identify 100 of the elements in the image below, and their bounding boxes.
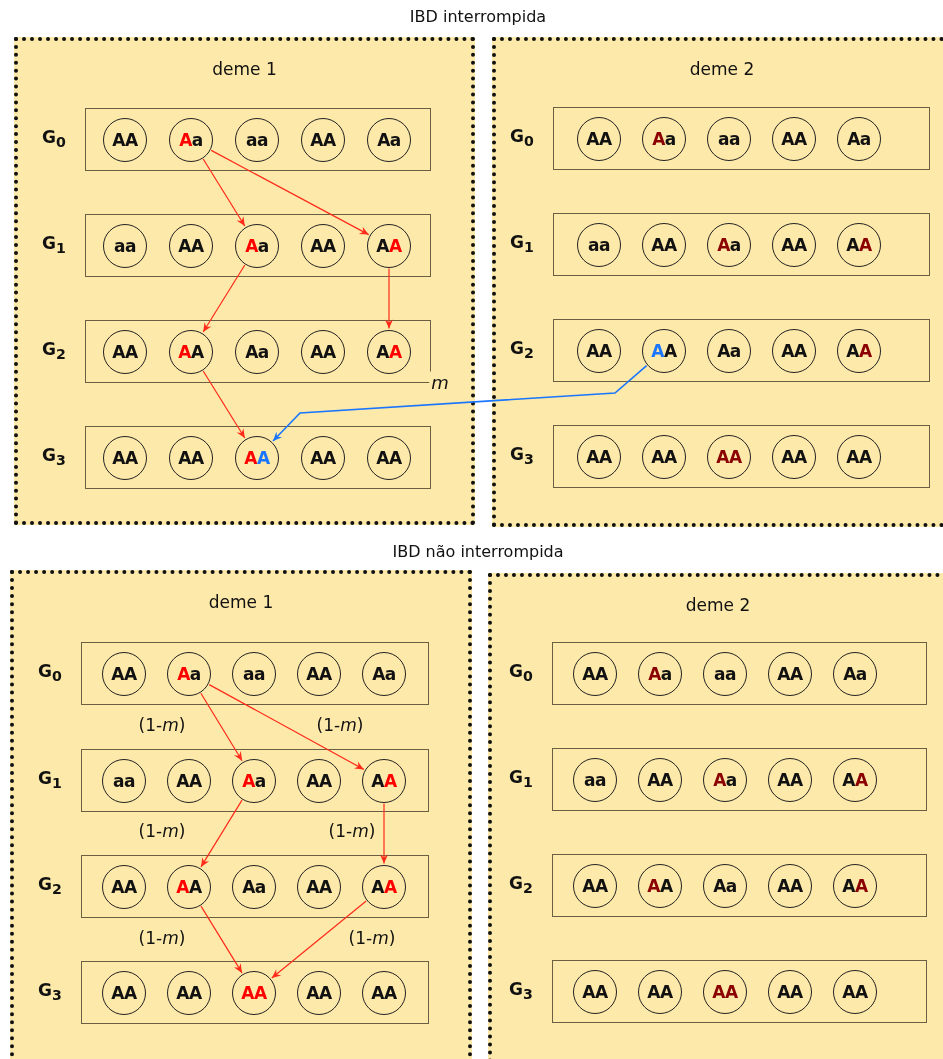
genotype-label: AA (112, 341, 138, 362)
genotype-label: AA (647, 981, 673, 1002)
genotype-label: AA (178, 447, 204, 468)
probability-label: (1-m) (138, 928, 186, 948)
genotype-label: AA (777, 663, 803, 684)
genotype-label: AA (777, 981, 803, 1002)
genotype-label: Aa (847, 128, 871, 149)
section-title: IBD não interrompida (392, 542, 564, 561)
genotype-label: AA (582, 981, 608, 1002)
genotype-label: AA (112, 129, 138, 150)
arrow (208, 684, 365, 770)
genotype-label: AA (846, 340, 872, 361)
genotype-label: AA (842, 875, 868, 896)
genotype-label: Aa (242, 770, 266, 791)
genotype-label: Aa (717, 234, 741, 255)
generation-label: G$_{3}$ (509, 979, 533, 1003)
genotype-label: AA (241, 982, 267, 1003)
genotype-label: AA (651, 234, 677, 255)
deme-panel (10, 570, 472, 1059)
genotype-label: Aa (242, 876, 266, 897)
generation-label: G$_{3}$ (42, 445, 66, 469)
section-title: IBD interrompida (409, 7, 547, 26)
genotype-label: AA (376, 447, 402, 468)
genotype-label: AA (111, 982, 137, 1003)
genotype-label: AA (781, 446, 807, 467)
arrow (380, 802, 388, 865)
genotype-label: aa (588, 234, 610, 255)
genotype-label: AA (846, 446, 872, 467)
genotype-label: Aa (372, 663, 396, 684)
genotype-label: Aa (377, 129, 401, 150)
probability-label: (1-m) (138, 715, 186, 735)
probability-label: (1-m) (328, 821, 376, 841)
genotype-label: Aa (717, 340, 741, 361)
genotype-label: AA (651, 446, 677, 467)
genotype-label: AA (306, 770, 332, 791)
genotype-label: aa (246, 129, 268, 150)
generation-label: G$_{0}$ (38, 661, 62, 685)
arrow (271, 900, 367, 979)
generation-label: G$_{2}$ (38, 874, 62, 898)
arrow (200, 799, 243, 868)
genotype-label: AA (376, 341, 402, 362)
arrow (200, 905, 243, 974)
generation-label: G$_{0}$ (509, 661, 533, 685)
genotype-label: AA (716, 446, 742, 467)
genotype-label: aa (243, 663, 265, 684)
genotype-label: AA (310, 235, 336, 256)
genotype-label: AA (586, 128, 612, 149)
arrow (200, 692, 243, 762)
genotype-label: AA (586, 340, 612, 361)
genotype-label: AA (781, 234, 807, 255)
genotype-label: aa (714, 663, 736, 684)
genotype-label: AA (777, 875, 803, 896)
genotype-label: aa (584, 769, 606, 790)
deme-heading: deme 1 (208, 592, 274, 612)
genotype-label: aa (114, 235, 136, 256)
genotype-label: AA (176, 876, 202, 897)
genotype-label: Aa (179, 129, 203, 150)
arrow (202, 158, 246, 227)
genotype-label: AA (582, 663, 608, 684)
genotype-label: AA (647, 769, 673, 790)
deme-panel (14, 37, 475, 525)
genotype-label: AA (244, 447, 270, 468)
genotype-label: AA (712, 981, 738, 1002)
genotype-label: Aa (713, 875, 737, 896)
genotype-label: AA (781, 128, 807, 149)
genotype-label: AA (176, 982, 202, 1003)
generation-label: G$_{1}$ (42, 233, 66, 257)
genotype-label: Aa (713, 769, 737, 790)
genotype-label: AA (376, 235, 402, 256)
generation-label: G$_{3}$ (38, 980, 62, 1004)
genotype-label: AA (310, 447, 336, 468)
genotype-label: Aa (843, 663, 867, 684)
genotype-label: AA (842, 981, 868, 1002)
genotype-label: aa (113, 770, 135, 791)
genotype-label: AA (306, 663, 332, 684)
arrow (210, 149, 370, 236)
genotype-label: AA (582, 875, 608, 896)
generation-label: G$_{0}$ (510, 126, 534, 150)
genotype-label: Aa (245, 235, 269, 256)
generation-label: G$_{3}$ (510, 444, 534, 468)
generation-label: G$_{0}$ (42, 127, 66, 151)
generation-label: G$_{2}$ (509, 873, 533, 897)
genotype-label: AA (178, 235, 204, 256)
genotype-label: AA (586, 446, 612, 467)
probability-label: (1-m) (138, 821, 186, 841)
genotype-label: Aa (177, 663, 201, 684)
genotype-label: AA (306, 876, 332, 897)
genotype-label: Aa (648, 663, 672, 684)
genotype-label: AA (371, 982, 397, 1003)
genotype-label: Aa (245, 341, 269, 362)
deme-heading: deme 1 (212, 59, 277, 79)
genotype-label: AA (371, 876, 397, 897)
genotype-label: AA (842, 769, 868, 790)
generation-label: G$_{1}$ (510, 232, 534, 256)
arrow (202, 264, 246, 333)
arrow (202, 370, 246, 439)
genotype-label: AA (371, 770, 397, 791)
genotype-label: AA (310, 341, 336, 362)
probability-label: (1-m) (348, 928, 396, 948)
arrow (385, 267, 393, 330)
